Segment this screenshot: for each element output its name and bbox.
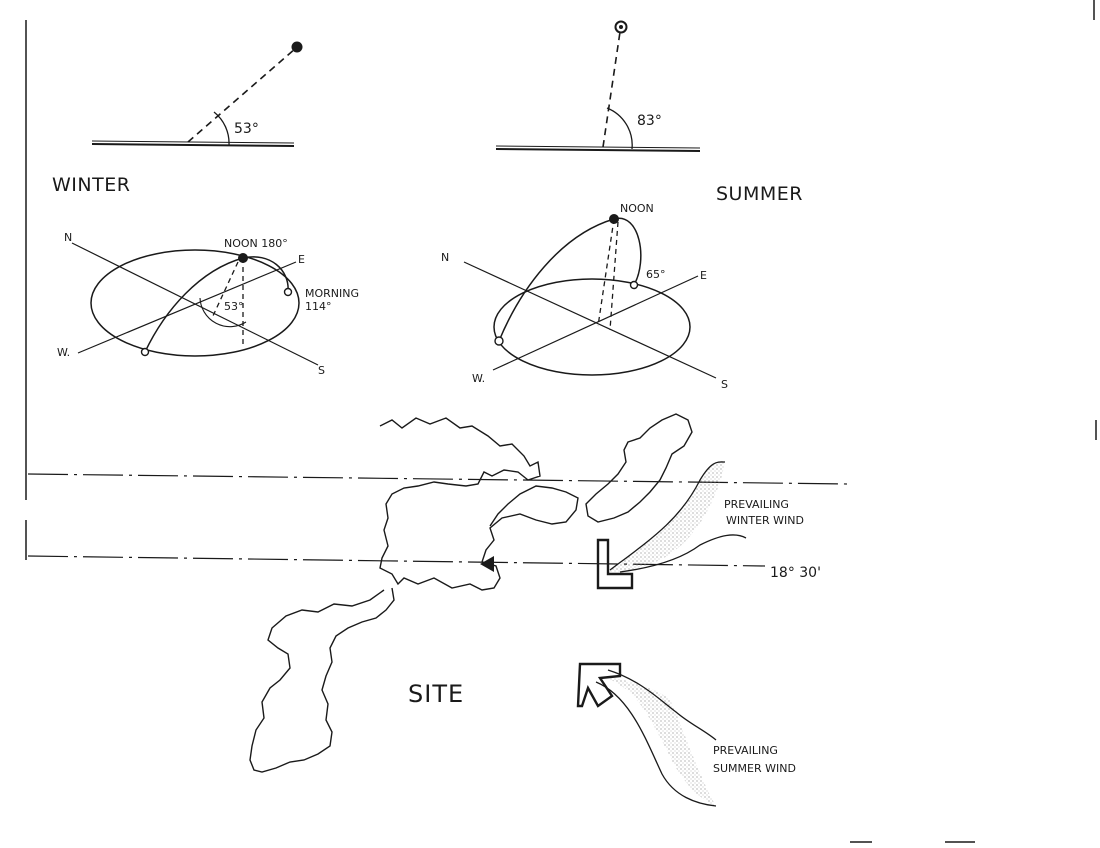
summer-title: SUMMER [716,183,803,205]
winter-horizon-ellipse [90,249,300,357]
site-pointer [480,556,494,572]
winter-west: W. [57,346,70,359]
summer-ground-line [495,148,701,152]
latitude-label: 18° 30' [770,565,821,581]
winter-sun [291,41,303,53]
summer-noon-drop [597,218,615,327]
winter-evening-point [140,347,150,357]
east-island-coastline [585,413,693,523]
summer-noon-sun [609,214,619,224]
winter-ew-axis [77,261,297,354]
winter-sun-arc [144,256,289,353]
summer-west: W. [472,372,485,385]
summer-wind-label-2: SUMMER WIND [713,762,796,775]
winter-title: WINTER [52,174,130,196]
winter-morning-point [283,287,293,297]
winter-morning-deg: 114° [305,300,332,313]
summer-wind-arrow [576,662,622,708]
winter-ground-line [91,143,295,147]
summer-sun-path-diagram: NOON 65° N E S W. [441,202,728,391]
summer-east-point [629,280,639,290]
winter-altitude-label: 53° [234,121,259,137]
summer-sun-arc [498,217,642,342]
summer-ns-axis [463,261,717,379]
summer-altitude-diagram: 83° [495,20,701,152]
summer-sun [614,20,628,34]
winter-east: E [298,253,305,266]
winter-angle-arc [213,111,230,146]
summer-south: S [721,378,728,391]
summer-altitude-label: 83° [637,113,662,129]
summer-wind-symbol: PREVAILING SUMMER WIND [576,662,796,807]
winter-wind-symbol: PREVAILING WINTER WIND [596,461,804,590]
winter-south: S [318,364,325,377]
summer-sun-ray [602,31,621,148]
winter-wind-label-2: WINTER WIND [726,514,804,527]
winter-noon-label: NOON 180° [224,237,288,250]
summer-horizon-ellipse [493,278,691,376]
summer-north: N [441,251,449,264]
winter-sun-path-diagram: NOON 180° MORNING 114° 53° N E S W. [57,231,359,377]
winter-wind-label-1: PREVAILING [724,498,789,511]
site-label: SITE [408,680,464,708]
summer-wind-label-1: PREVAILING [713,744,778,757]
winter-north: N [64,231,72,244]
summer-deg-label: 65° [646,268,666,281]
main-island-coastline [249,417,579,773]
winter-noon-sun [238,253,248,263]
summer-angle-arc [606,107,633,150]
winter-sun-angle-arc [199,297,247,328]
winter-wind-arrow [596,538,634,590]
winter-morning-label: MORNING [305,287,359,300]
winter-altitude-diagram: 53° [91,41,303,147]
summer-noon-label: NOON [620,202,654,215]
summer-ew-axis [492,275,699,371]
winter-arc-deg: 53° [224,300,244,313]
summer-west-point [494,336,504,346]
summer-east: E [700,269,707,282]
